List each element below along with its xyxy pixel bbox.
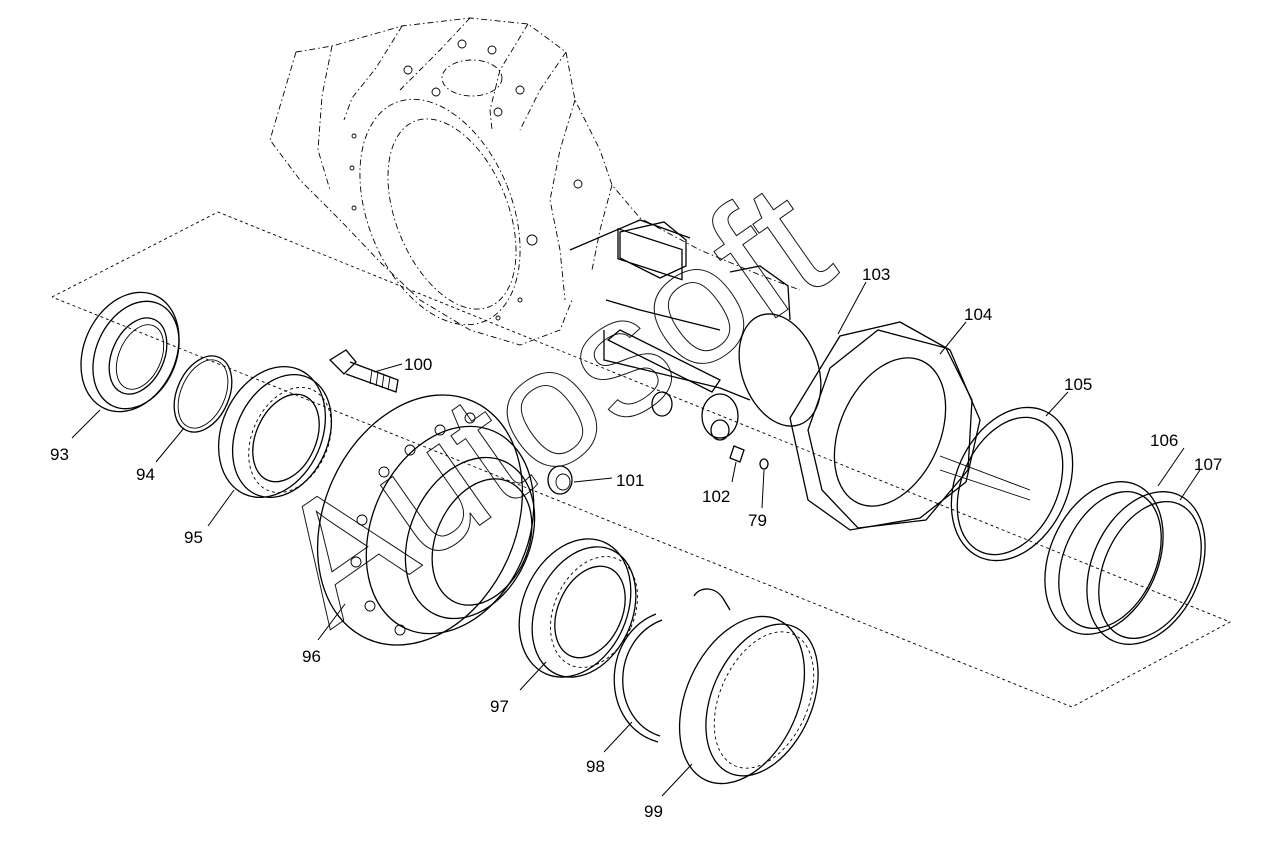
watermark: Autosoft: [242, 146, 863, 660]
label-94: 94: [136, 465, 155, 484]
label-100: 100: [404, 355, 432, 374]
label-105: 105: [1064, 375, 1092, 394]
part-104-gasket: [807, 329, 973, 529]
label-79: 79: [748, 511, 767, 530]
part-102-screw: [729, 445, 745, 463]
label-97: 97: [490, 697, 509, 716]
callout-labels: 93 94 95 96 97 98 99 100 101 102 79 103 …: [50, 265, 1222, 821]
part-101-nut: [547, 465, 573, 495]
label-107: 107: [1194, 455, 1222, 474]
part-97-bearing: [518, 538, 638, 678]
label-106: 106: [1150, 431, 1178, 450]
label-96: 96: [302, 647, 321, 666]
label-98: 98: [586, 757, 605, 776]
label-103: 103: [862, 265, 890, 284]
label-95: 95: [184, 528, 203, 547]
part-106-seal: [1044, 481, 1164, 635]
part-100-bolt: [328, 349, 399, 393]
part-103-carrier: [789, 321, 981, 531]
part-95-bearing: [217, 365, 333, 499]
label-101: 101: [616, 471, 644, 490]
part-93-seal: [80, 291, 180, 413]
svg-text:Autosoft: Autosoft: [242, 147, 862, 660]
part-98-circlip: [613, 613, 663, 743]
part-94-o-ring: [173, 355, 233, 433]
label-102: 102: [702, 487, 730, 506]
leader-lines: [71, 281, 1201, 797]
part-96-hub: [316, 394, 536, 646]
label-93: 93: [50, 445, 69, 464]
label-104: 104: [964, 305, 992, 324]
assembly-boundary: [51, 211, 1232, 708]
label-99: 99: [644, 802, 663, 821]
part-107-seal: [1086, 491, 1206, 645]
part-105-ring: [939, 406, 1074, 562]
part-99-ring-gear: [678, 588, 819, 785]
axle-housing: [269, 17, 822, 441]
part-79-washer: [759, 458, 769, 470]
